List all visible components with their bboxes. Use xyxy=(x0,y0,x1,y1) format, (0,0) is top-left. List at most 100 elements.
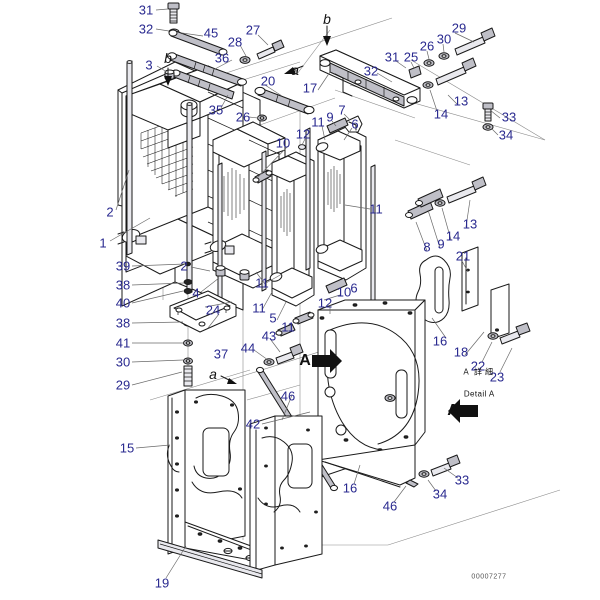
callout-6[interactable]: 6 xyxy=(351,116,359,132)
callout-26[interactable]: 26 xyxy=(235,109,251,125)
callout-44[interactable]: 44 xyxy=(240,340,256,356)
callout-37[interactable]: 37 xyxy=(213,346,229,362)
callout-27[interactable]: 27 xyxy=(245,22,261,38)
rail-11-a xyxy=(261,150,267,292)
callout-21[interactable]: 21 xyxy=(455,248,471,264)
callout-43[interactable]: 43 xyxy=(261,328,277,344)
callout-32[interactable]: 32 xyxy=(138,21,154,37)
callout-2[interactable]: 2 xyxy=(180,258,188,274)
callout-11[interactable]: 11 xyxy=(311,114,325,130)
callout-16[interactable]: 16 xyxy=(432,333,448,349)
callout-2[interactable]: 2 xyxy=(106,204,114,220)
bracket-7 xyxy=(344,115,363,133)
callout-23[interactable]: 23 xyxy=(489,369,505,385)
support-beam-17 xyxy=(319,49,421,109)
bar-9-lower xyxy=(325,277,348,294)
mount-12-lower xyxy=(275,323,296,337)
callout-36[interactable]: 36 xyxy=(214,50,230,66)
callout-3[interactable]: 3 xyxy=(145,57,153,73)
callout-16[interactable]: 16 xyxy=(342,480,358,496)
callout-10[interactable]: 10 xyxy=(336,284,352,300)
callout-17[interactable]: 17 xyxy=(302,80,318,96)
washer-34-bottom xyxy=(418,470,430,478)
callout-42[interactable]: 42 xyxy=(245,416,261,432)
washer-26-mid xyxy=(257,114,267,122)
callout-38[interactable]: 38 xyxy=(115,277,131,293)
section-mark-b: b xyxy=(323,11,331,27)
rail-11-c xyxy=(370,164,376,305)
callout-11[interactable]: 11 xyxy=(369,201,383,217)
callout-4[interactable]: 4 xyxy=(192,285,200,301)
callout-9[interactable]: 9 xyxy=(437,236,445,252)
callout-40[interactable]: 40 xyxy=(115,295,131,311)
callout-34[interactable]: 34 xyxy=(498,127,514,143)
callout-24[interactable]: 24 xyxy=(205,302,221,318)
callout-5[interactable]: 5 xyxy=(269,310,277,326)
callout-1[interactable]: 1 xyxy=(99,235,107,251)
callout-32[interactable]: 32 xyxy=(363,63,379,79)
detail-caption-line1: A 詳 細 xyxy=(463,367,494,377)
rail-11-d xyxy=(217,162,223,303)
rod-20 xyxy=(254,86,315,115)
callout-12[interactable]: 12 xyxy=(317,295,333,311)
callout-13[interactable]: 13 xyxy=(453,93,469,109)
callout-13[interactable]: 13 xyxy=(462,216,478,232)
bolt-29-tr xyxy=(454,27,496,56)
callout-34[interactable]: 34 xyxy=(432,486,448,502)
plate-18 xyxy=(490,283,510,340)
callout-38[interactable]: 38 xyxy=(115,315,131,331)
callout-31[interactable]: 31 xyxy=(384,49,400,65)
callout-33[interactable]: 33 xyxy=(501,109,517,125)
frame-15 xyxy=(166,389,263,563)
callout-22[interactable]: 22 xyxy=(470,358,486,374)
callout-14[interactable]: 14 xyxy=(433,106,449,122)
section-arrows xyxy=(164,25,331,384)
callout-41[interactable]: 41 xyxy=(115,335,131,351)
callout-6[interactable]: 6 xyxy=(350,280,358,296)
cooler-core-right xyxy=(315,126,367,281)
callout-11[interactable]: 11 xyxy=(255,275,269,291)
callout-20[interactable]: 20 xyxy=(260,73,276,89)
callout-46[interactable]: 46 xyxy=(280,388,296,404)
side-rail-2-left xyxy=(126,60,133,256)
callout-25[interactable]: 25 xyxy=(403,49,419,65)
callout-11[interactable]: 11 xyxy=(281,319,295,335)
callout-45[interactable]: 45 xyxy=(203,25,219,41)
washer-22 xyxy=(487,332,499,340)
callout-12[interactable]: 12 xyxy=(295,126,311,142)
callout-14[interactable]: 14 xyxy=(445,228,461,244)
callout-33[interactable]: 33 xyxy=(454,472,470,488)
callout-30[interactable]: 30 xyxy=(115,354,131,370)
callout-19[interactable]: 19 xyxy=(154,575,170,591)
callout-7[interactable]: 7 xyxy=(338,102,346,118)
callout-29[interactable]: 29 xyxy=(115,377,131,393)
section-mark-a-left: a xyxy=(209,366,217,382)
callout-11[interactable]: 11 xyxy=(252,300,266,316)
callout-18[interactable]: 18 xyxy=(453,344,469,360)
callout-35[interactable]: 35 xyxy=(208,102,224,118)
bolt-43 xyxy=(275,343,304,365)
nut-25 xyxy=(408,65,422,79)
callout-31[interactable]: 31 xyxy=(138,2,154,18)
bolt-23 xyxy=(499,322,531,345)
callout-9[interactable]: 9 xyxy=(326,109,334,125)
callout-10[interactable]: 10 xyxy=(275,135,291,151)
callout-26[interactable]: 26 xyxy=(419,38,435,54)
callout-28[interactable]: 28 xyxy=(227,34,243,50)
detail-caption-line2: Detail A xyxy=(463,389,495,399)
callout-39[interactable]: 39 xyxy=(115,258,131,274)
rod-45 xyxy=(168,29,228,56)
mount-10-upper xyxy=(252,169,273,184)
callout-30[interactable]: 30 xyxy=(436,31,452,47)
callout-8[interactable]: 8 xyxy=(423,239,431,255)
detail-arrow-glyphs xyxy=(312,349,478,423)
bolt-13 xyxy=(435,57,477,86)
callout-46[interactable]: 46 xyxy=(382,498,398,514)
bolt-13-r xyxy=(446,176,487,204)
callout-29[interactable]: 29 xyxy=(451,20,467,36)
mount-10-lower xyxy=(292,311,315,325)
callout-15[interactable]: 15 xyxy=(119,440,135,456)
